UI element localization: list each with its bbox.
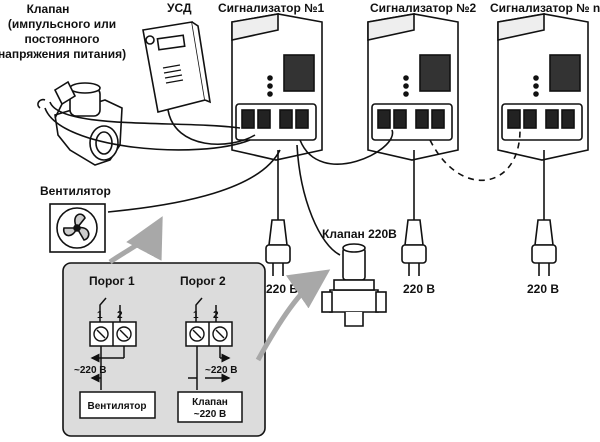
valve-220-drawing <box>321 243 387 327</box>
usd-label: УСД <box>167 1 192 15</box>
impulse-valve-drawing <box>37 80 123 166</box>
plug-2 <box>401 219 427 276</box>
valve-title: Клапан (импульсного или постоянного напр… <box>0 2 126 61</box>
valve-220-label: Клапан 220В <box>322 227 397 241</box>
fan-label: Вентилятор <box>40 184 111 198</box>
alarm-n-device <box>497 13 589 161</box>
usd-device <box>142 21 212 113</box>
supply-label-1: ~220 В <box>74 365 107 376</box>
threshold-1-terminal: 1 2 ~220 В Вентилятор <box>74 297 156 419</box>
load-fan-label: Вентилятор <box>87 401 146 412</box>
threshold-2-terminal: 1 2 ~220 В Клапан ~220 В <box>177 297 243 423</box>
threshold-1-label: Порог 1 <box>89 274 135 288</box>
alarm-1-label: Сигнализатор №1 <box>218 1 325 15</box>
callout-arrows <box>108 216 331 362</box>
alarm-2-device <box>367 13 459 161</box>
plug-n <box>531 219 557 276</box>
alarm-1-device <box>231 13 323 161</box>
threshold-2-label: Порог 2 <box>180 274 226 288</box>
wires <box>44 101 545 256</box>
supply-label-2: ~220 В <box>205 365 238 376</box>
wiring-inset-panel: Порог 1 Порог 2 1 2 ~220 В Вентилятор 1 … <box>62 262 266 437</box>
alarm-n-label: Сигнализатор № n <box>490 1 600 15</box>
alarm-2-label: Сигнализатор №2 <box>370 1 477 15</box>
valve-title-line-4: напряжения питания) <box>0 47 126 61</box>
valve-title-line-2: (импульсного или <box>8 17 116 31</box>
load-valve-label-2: ~220 В <box>194 409 227 420</box>
plug-1-voltage: 220 В <box>266 282 298 296</box>
load-valve-label-1: Клапан <box>192 397 228 408</box>
fan-drawing <box>49 203 106 253</box>
plug-2-voltage: 220 В <box>403 282 435 296</box>
plug-1 <box>265 219 291 276</box>
valve-title-line-1: Клапан <box>27 2 70 16</box>
plug-n-voltage: 220 В <box>527 282 559 296</box>
valve-title-line-3: постоянного <box>25 32 100 46</box>
